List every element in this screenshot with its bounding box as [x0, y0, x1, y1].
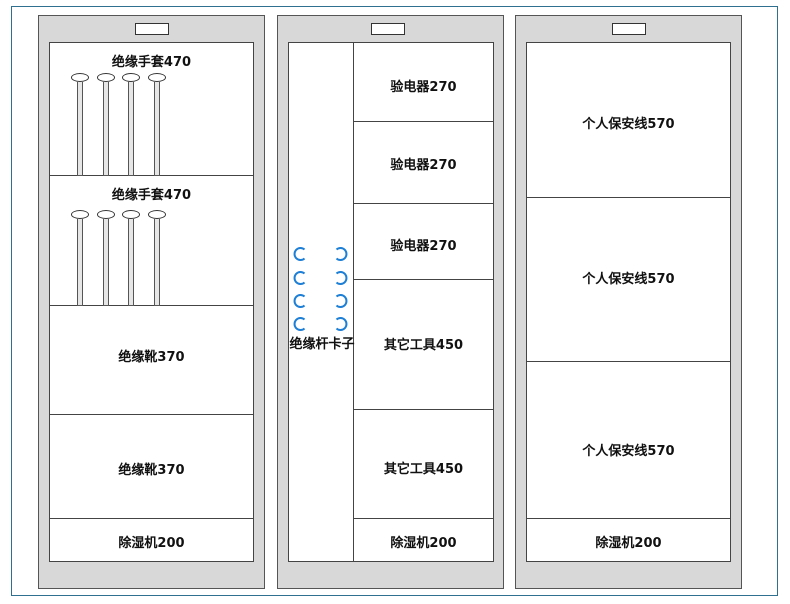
- cabinet-1-interior: 绝缘手套470 绝缘手套470 绝缘靴370 绝缘靴370 除湿机200: [49, 42, 254, 562]
- clip-icon: [335, 271, 348, 285]
- compartment-label: 绝缘手套470: [111, 188, 192, 203]
- compartment-label: 绝缘手套470: [111, 55, 192, 70]
- compartment-label: 除湿机200: [595, 536, 662, 551]
- clip-icon: [293, 294, 306, 308]
- tools-compartment-1: 其它工具450: [354, 280, 493, 410]
- clip-icon: [293, 247, 306, 261]
- tester-compartment-3: 验电器270: [354, 204, 493, 280]
- safety-line-compartment-2: 个人保安线570: [527, 198, 730, 362]
- tools-compartment-2: 其它工具450: [354, 410, 493, 519]
- compartment-label: 个人保安线570: [582, 272, 675, 287]
- compartment-label: 除湿机200: [390, 536, 457, 551]
- dehumidifier-compartment: 除湿机200: [354, 519, 493, 563]
- dehumidifier-compartment: 除湿机200: [50, 519, 253, 563]
- clip-icon: [293, 317, 306, 331]
- boots-compartment-2: 绝缘靴370: [50, 415, 253, 519]
- rod-bay-divider: [353, 43, 354, 561]
- rod-clip-label: 绝缘杆卡子: [289, 337, 355, 352]
- compartment-label: 验电器270: [390, 239, 457, 254]
- dehumidifier-compartment: 除湿机200: [527, 519, 730, 563]
- cabinet-1: 绝缘手套470 绝缘手套470 绝缘靴370 绝缘靴370 除湿机200: [38, 15, 265, 589]
- cabinet-3-interior: 个人保安线570 个人保安线570 个人保安线570 除湿机200: [526, 42, 731, 562]
- compartment-label: 验电器270: [390, 158, 457, 173]
- cabinet-2: 绝缘杆卡子 验电器270 验电器270 验电器270 其它工具450 其它工具4…: [277, 15, 504, 589]
- cabinet-2-interior: 绝缘杆卡子 验电器270 验电器270 验电器270 其它工具450 其它工具4…: [288, 42, 494, 562]
- compartment-label: 绝缘靴370: [118, 350, 185, 365]
- safety-line-compartment-3: 个人保安线570: [527, 362, 730, 519]
- compartment-label: 除湿机200: [118, 536, 185, 551]
- safety-line-compartment-1: 个人保安线570: [527, 43, 730, 198]
- cabinet-3: 个人保安线570 个人保安线570 个人保安线570 除湿机200: [515, 15, 742, 589]
- clip-icon: [335, 317, 348, 331]
- tester-compartment-2: 验电器270: [354, 122, 493, 204]
- cabinet-3-handle: [612, 23, 646, 35]
- cabinet-1-handle: [135, 23, 169, 35]
- clip-icon: [335, 294, 348, 308]
- clip-icon: [293, 271, 306, 285]
- gloves-compartment-1: 绝缘手套470: [50, 43, 253, 176]
- tester-compartment-1: 验电器270: [354, 43, 493, 122]
- compartment-label: 验电器270: [390, 80, 457, 95]
- cabinet-2-handle: [371, 23, 405, 35]
- drawing-frame: [11, 6, 778, 596]
- compartment-label: 其它工具450: [383, 462, 464, 477]
- gloves-compartment-2: 绝缘手套470: [50, 176, 253, 306]
- compartment-label: 个人保安线570: [582, 117, 675, 132]
- boots-compartment-1: 绝缘靴370: [50, 306, 253, 415]
- compartment-label: 其它工具450: [383, 338, 464, 353]
- compartment-label: 个人保安线570: [582, 444, 675, 459]
- compartment-label: 绝缘靴370: [118, 463, 185, 478]
- clip-icon: [335, 247, 348, 261]
